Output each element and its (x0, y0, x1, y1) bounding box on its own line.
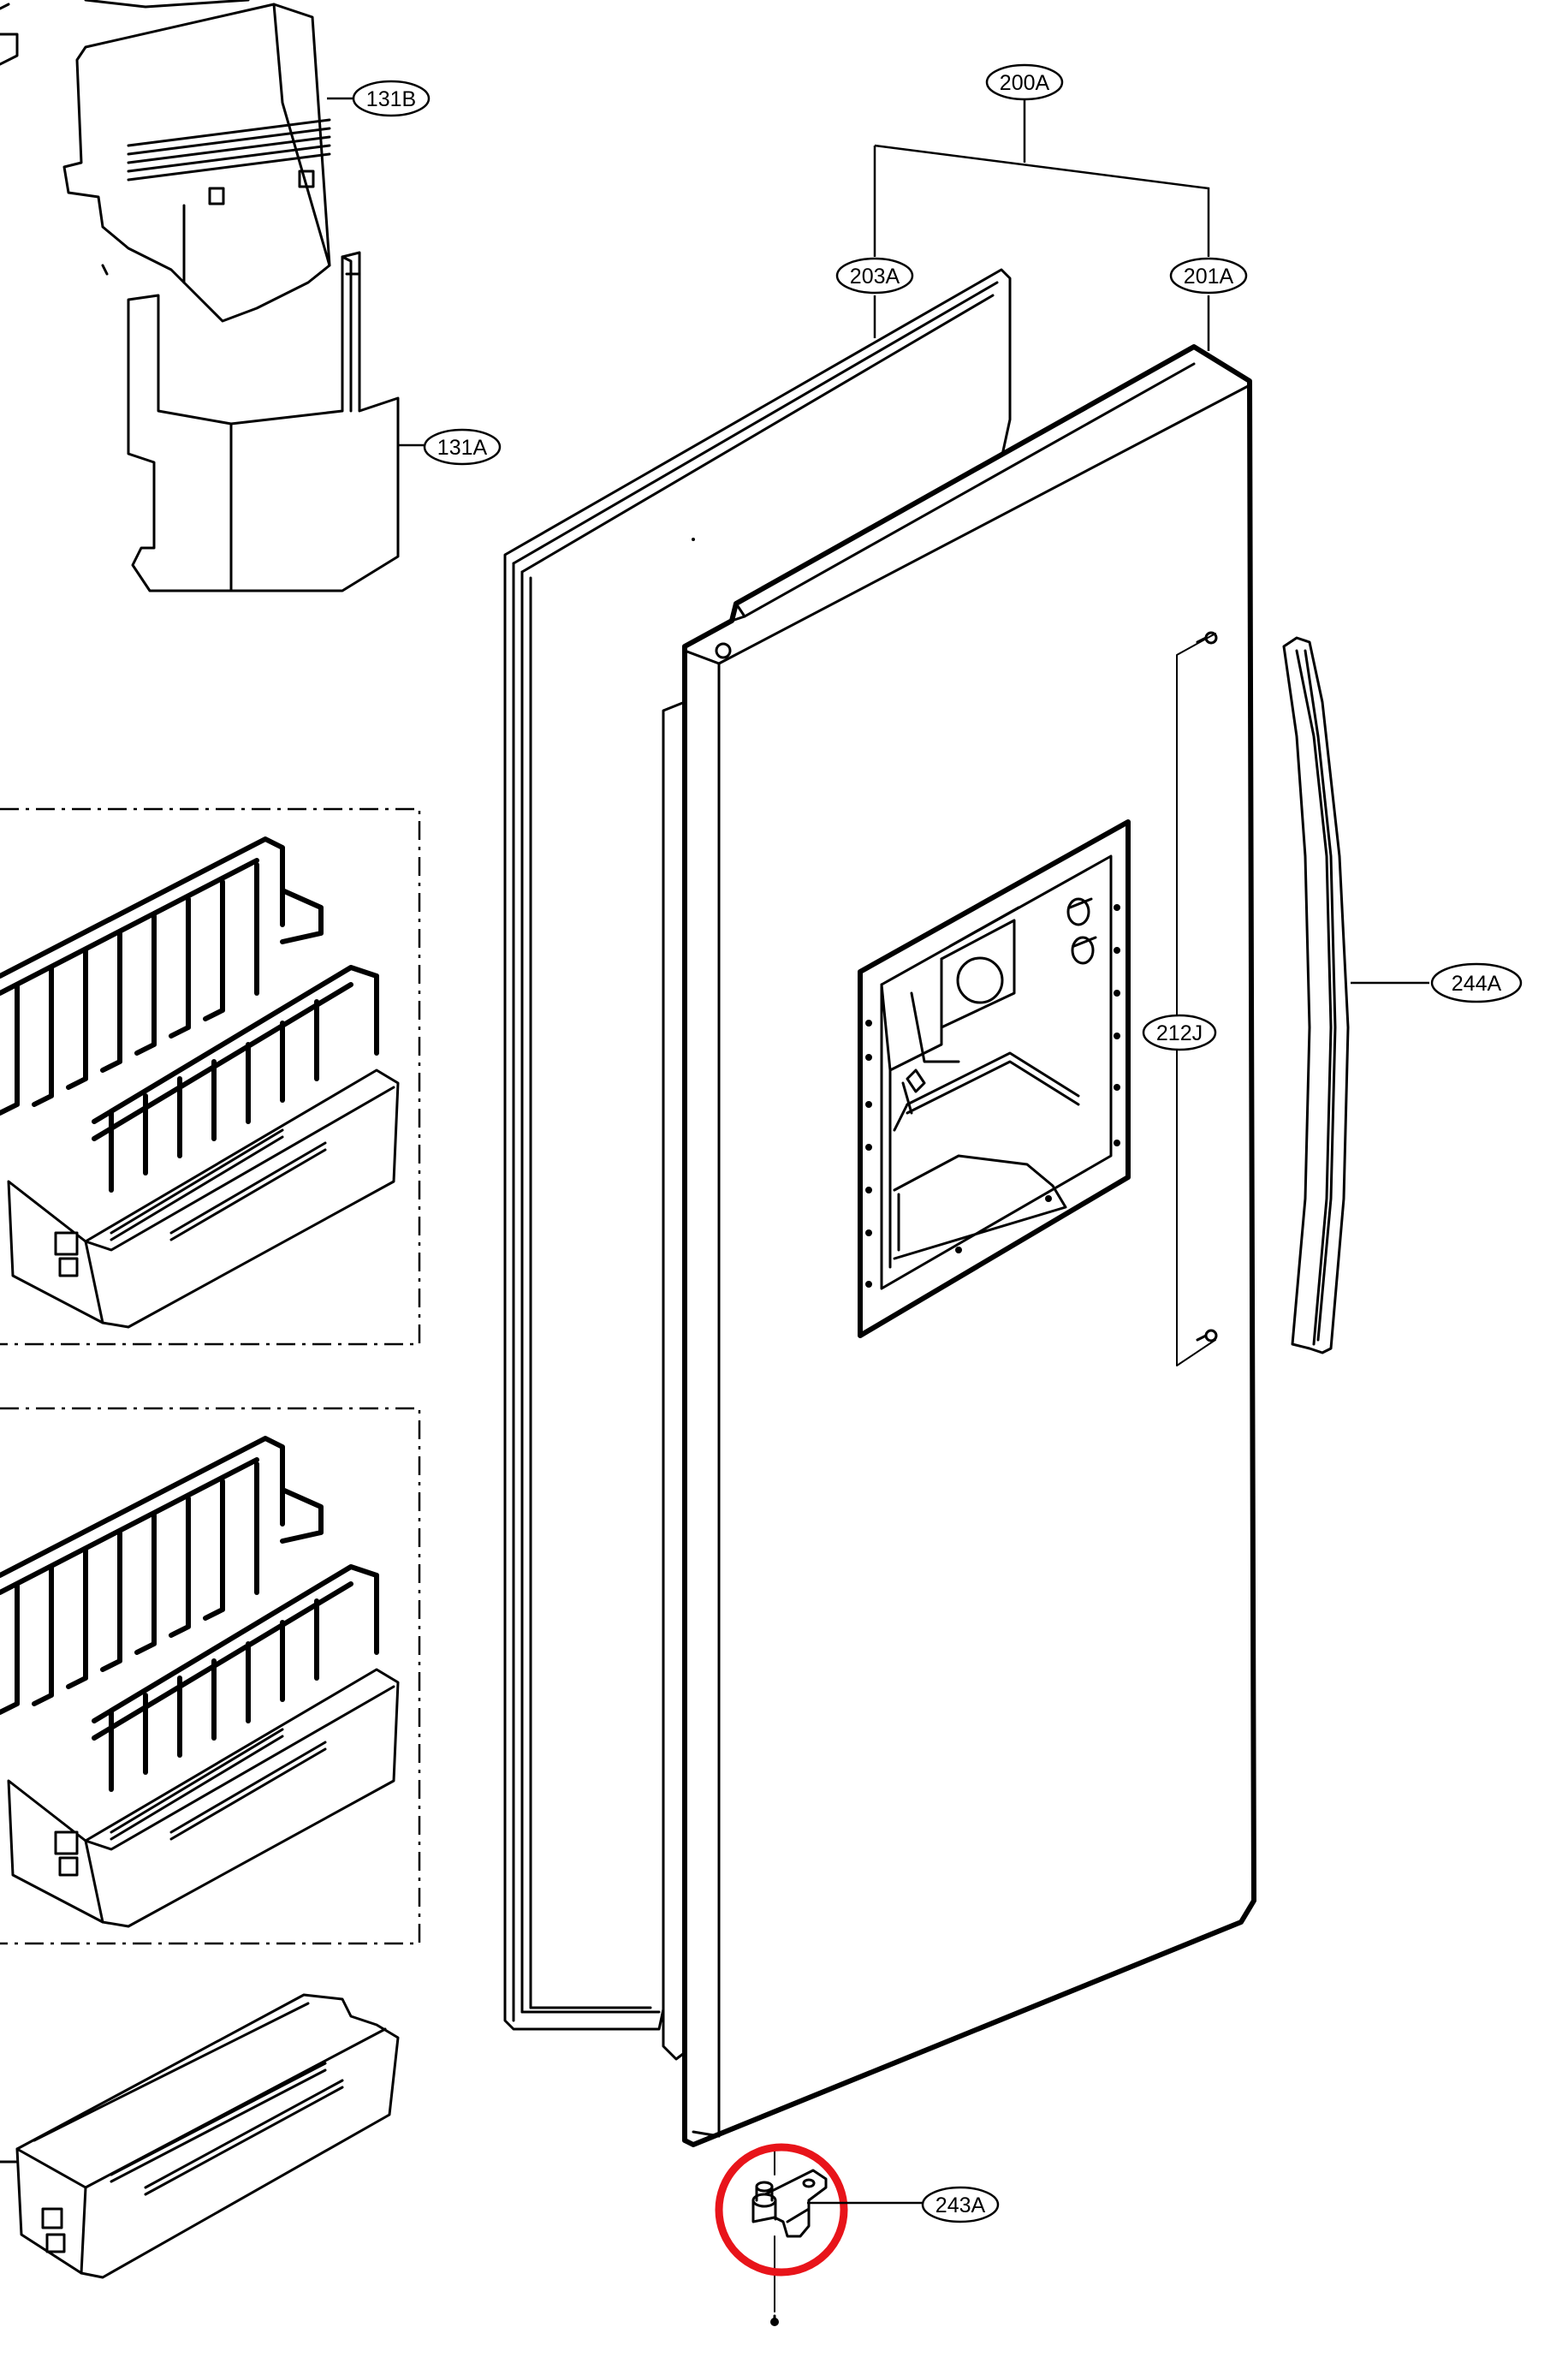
callout-200A: 200A (985, 63, 1064, 101)
callout-131B-label: 131B (366, 87, 416, 111)
callout-243A: 243A (921, 2186, 1000, 2223)
callout-244A: 244A (1430, 962, 1523, 1003)
part-244A-door-handle (1282, 636, 1350, 1354)
leader-lines (327, 97, 1429, 2205)
callout-131B: 131B (352, 80, 431, 117)
callout-243A-label: 243A (935, 2193, 986, 2217)
callout-201A: 201A (1169, 257, 1248, 295)
callout-212J-label: 212J (1156, 1021, 1203, 1045)
callout-212J: 212J (1142, 1014, 1217, 1051)
callout-131A: 131A (423, 428, 502, 466)
callout-203A: 203A (835, 257, 914, 295)
callout-200A-label: 200A (1000, 71, 1050, 95)
part-212J-screws (1176, 631, 1218, 1366)
door-basket-group-upper (0, 807, 421, 1346)
callout-203A-label: 203A (850, 265, 900, 289)
callout-201A-label: 201A (1184, 265, 1234, 289)
part-131A-ice-chute (127, 251, 400, 592)
callout-131A-label: 131A (437, 436, 488, 460)
door-basket-group-lower (0, 1407, 421, 1945)
callout-244A-label: 244A (1452, 972, 1502, 996)
part-201A-door-assembly (662, 344, 1256, 2147)
door-bin-bottom (0, 1993, 400, 2279)
part-131B-ice-bin-cover (0, 0, 331, 323)
part-243A-lower-hinge (751, 2148, 828, 2326)
highlight-circle-243A (715, 2143, 848, 2277)
